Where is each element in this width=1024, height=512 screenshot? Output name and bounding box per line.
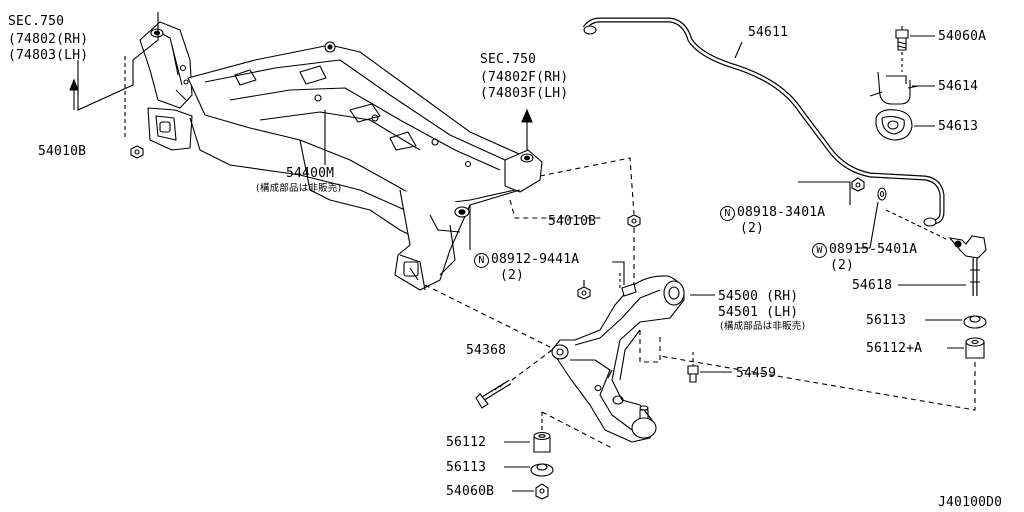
- nut-54010b-mid: [509, 157, 641, 300]
- label-54500: 54500 (RH): [718, 289, 799, 304]
- washer-symbol-icon: W: [812, 243, 827, 258]
- washer-08915: [858, 187, 887, 249]
- label-54501: 54501 (LH): [718, 305, 799, 320]
- bushing-54613: [875, 109, 935, 141]
- label-leaders: [324, 110, 715, 296]
- label-08912-number: 08912-9441A: [491, 252, 580, 267]
- sec-right-lh: (74803F(LH): [480, 86, 569, 101]
- sec-left-lh: (74803(LH): [8, 48, 89, 63]
- nut-symbol-icon: N: [720, 206, 735, 221]
- bushing-56112a: [659, 337, 985, 411]
- label-08918-qty: (2): [740, 221, 765, 236]
- label-54060b: 54060B: [446, 484, 495, 499]
- label-54400m: 54400M: [286, 166, 335, 181]
- stabilizer-link-54618: [885, 209, 987, 296]
- nut-symbol-icon: N: [474, 253, 489, 268]
- bolt-54060a: [895, 26, 935, 72]
- sec-left-rh: (74802(RH): [8, 32, 89, 47]
- nut-54010b-left: [130, 145, 144, 159]
- suspension-member-drawing: [139, 21, 543, 291]
- label-54368: 54368: [466, 343, 507, 358]
- stabilizer-bar-drawing: [582, 17, 945, 227]
- label-54613: 54613: [938, 119, 979, 134]
- note-54400m: (構成部品は非販売): [256, 183, 342, 194]
- label-54611: 54611: [748, 25, 789, 40]
- label-54010b-left: 54010B: [38, 144, 87, 159]
- washer-56113-right: [925, 315, 987, 329]
- label-56112a: 56112+A: [866, 341, 923, 356]
- label-56112: 56112: [446, 435, 487, 450]
- label-08915-number: 08915-5401A: [829, 242, 918, 257]
- sec-left-title: SEC.750: [8, 14, 65, 29]
- label-54060a: 54060A: [938, 29, 987, 44]
- sec-right-title: SEC.750: [480, 52, 537, 67]
- sec-right-arrow: [521, 108, 533, 150]
- bushing-56112: [504, 411, 613, 453]
- diagram-id: J40100D0: [938, 495, 1003, 510]
- sec-right-rh: (74802F(RH): [480, 70, 569, 85]
- label-56113-bottom: 56113: [446, 460, 487, 475]
- lower-arm-drawing: [551, 270, 685, 443]
- label-54618: 54618: [852, 278, 893, 293]
- label-08912-qty: (2): [500, 268, 525, 283]
- label-08915-qty: (2): [830, 258, 855, 273]
- label-56113-right: 56113: [866, 313, 907, 328]
- note-54500: (構成部品は非販売): [720, 321, 806, 332]
- label-08918-number: 08918-3401A: [737, 205, 826, 220]
- bolt-54368: [424, 284, 553, 409]
- clamp-54614: [869, 71, 935, 105]
- nut-54060b: [512, 483, 549, 500]
- nut-08912: [577, 261, 625, 300]
- bolt-54459: [639, 330, 732, 383]
- label-54010b-mid: 54010B: [548, 214, 597, 229]
- sec-left-leader: [69, 12, 159, 140]
- label-54459: 54459: [736, 366, 777, 381]
- washer-56113-bottom: [504, 463, 554, 477]
- nut-08918: [798, 177, 865, 205]
- label-54614: 54614: [938, 79, 979, 94]
